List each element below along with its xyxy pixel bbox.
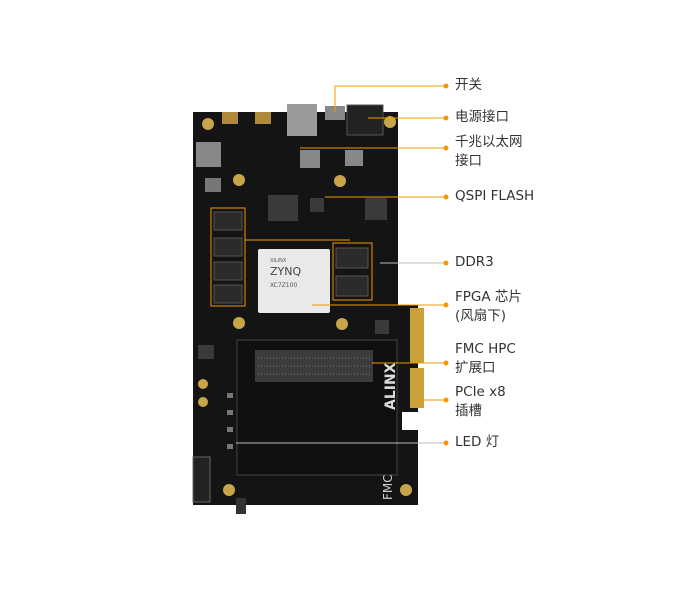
label-line: (风扇下) (455, 308, 507, 324)
label-fpga: FPGA 芯片 (风扇下) (455, 288, 522, 326)
mounting-holes (202, 116, 412, 496)
label-line: 开关 (455, 77, 482, 93)
label-pcie: PCIe x8 插槽 (455, 383, 506, 421)
label-ethernet: 千兆以太网接口 (455, 133, 523, 171)
chip-family: ZYNQ (270, 265, 301, 278)
fmc-connector (255, 350, 373, 382)
label-line: QSPI FLASH (455, 188, 535, 204)
label-line: FPGA 芯片 (455, 289, 522, 305)
chip-model: XC7Z100 (270, 282, 297, 289)
label-led: LED 灯 (455, 433, 499, 452)
fpga-chip (258, 249, 330, 313)
label-fmc-hpc: FMC HPC 扩展口 (455, 340, 516, 378)
chip-brand: XILINX (270, 258, 287, 264)
label-line: PCIe x8 (455, 384, 506, 400)
pcie-fingers (410, 308, 424, 408)
label-line: DDR3 (455, 254, 494, 270)
label-line: 电源接口 (455, 109, 509, 125)
label-line: 千兆以太网 (455, 134, 523, 150)
label-line: LED 灯 (455, 434, 500, 450)
silk-fmc: FMC (381, 474, 395, 500)
callout-lines (210, 85, 446, 401)
label-ddr3: DDR3 (455, 253, 494, 272)
label-switch: 开关 (455, 76, 482, 95)
label-line: FMC HPC (455, 341, 516, 357)
label-qspi-flash: QSPI FLASH (455, 187, 534, 206)
label-line: 扩展口 (455, 360, 496, 376)
label-line: 接口 (455, 153, 482, 169)
label-line: 插槽 (455, 403, 482, 419)
callout-dots (443, 83, 449, 446)
label-power-jack: 电源接口 (455, 108, 509, 127)
silk-logo: ALINX (383, 362, 399, 410)
